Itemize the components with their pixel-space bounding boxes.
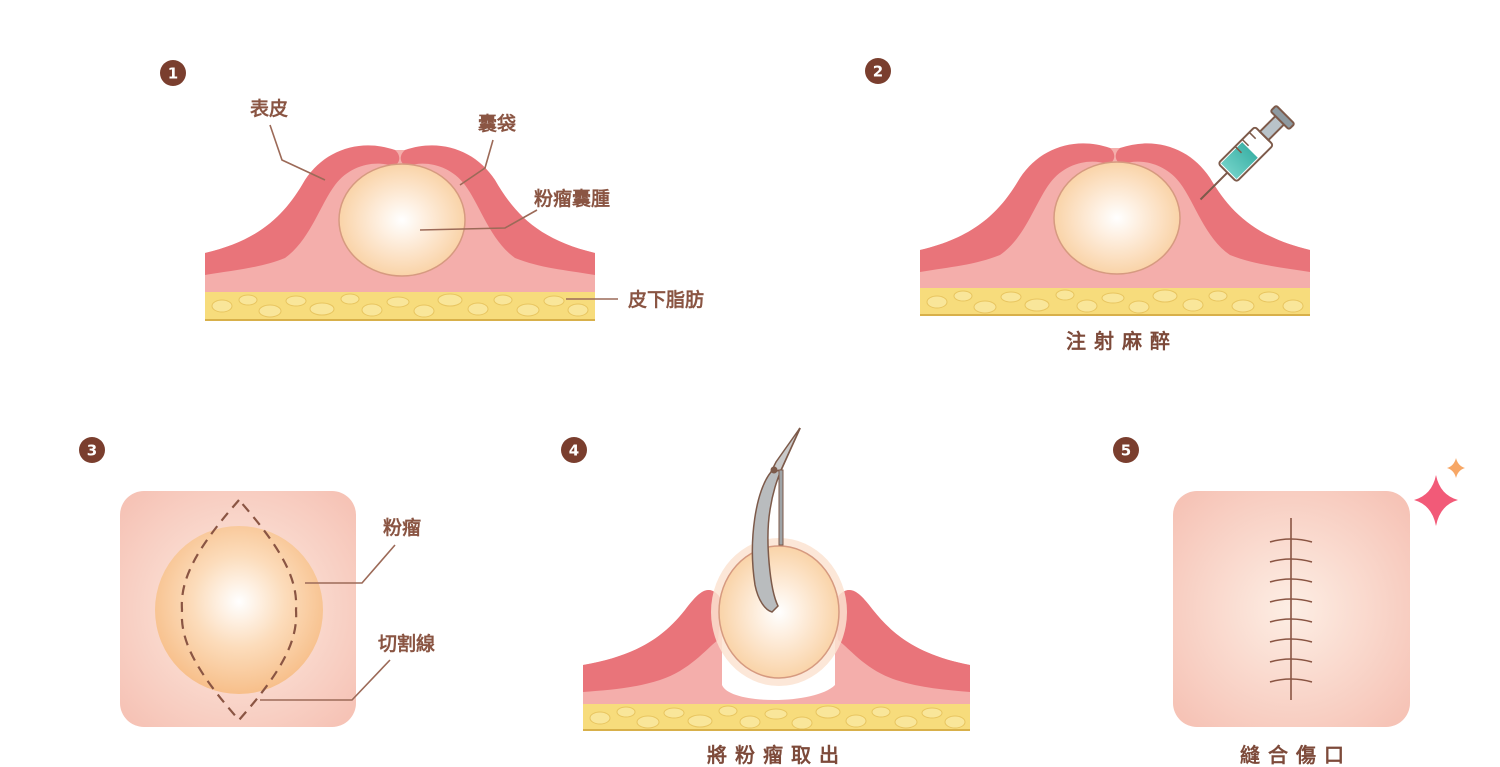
step-1-skin-section <box>205 145 595 321</box>
step-2-caption: 注射麻醉 <box>1066 329 1178 353</box>
cyst-body <box>338 163 466 277</box>
label-epidermis: 表皮 <box>250 97 288 120</box>
label-subcutaneous-fat: 皮下脂肪 <box>628 288 704 311</box>
step-2-badge: 2 <box>865 58 891 84</box>
atheroma-top <box>155 526 323 694</box>
step-5-badge: 5 <box>1113 437 1139 463</box>
syringe-icon <box>1199 105 1295 201</box>
forceps-icon <box>751 427 801 613</box>
step-5-caption: 縫合傷口 <box>1240 743 1352 767</box>
svg-text:3: 3 <box>87 442 97 460</box>
step-2-skin-section <box>920 143 1310 316</box>
label-cyst: 粉瘤囊腫 <box>534 187 610 210</box>
sparkle-icon <box>1414 458 1465 526</box>
suture-icon <box>1269 518 1313 700</box>
step-1-badge: 1 <box>160 60 186 86</box>
step-5-top-view <box>1173 491 1410 727</box>
step-3-badge: 3 <box>79 437 105 463</box>
svg-text:2: 2 <box>873 63 883 81</box>
incision-dashed-line <box>180 498 298 722</box>
step-4-caption: 將粉瘤取出 <box>707 743 847 767</box>
label-incision-line: 切割線 <box>378 632 435 655</box>
step-4-badge: 4 <box>561 437 587 463</box>
step-3-top-view <box>120 491 356 727</box>
step-4-skin-section <box>583 538 970 731</box>
svg-text:1: 1 <box>168 65 178 83</box>
label-sac: 囊袋 <box>477 112 517 135</box>
svg-text:5: 5 <box>1121 442 1131 460</box>
label-atheroma: 粉瘤 <box>383 516 421 539</box>
svg-text:4: 4 <box>569 442 579 460</box>
